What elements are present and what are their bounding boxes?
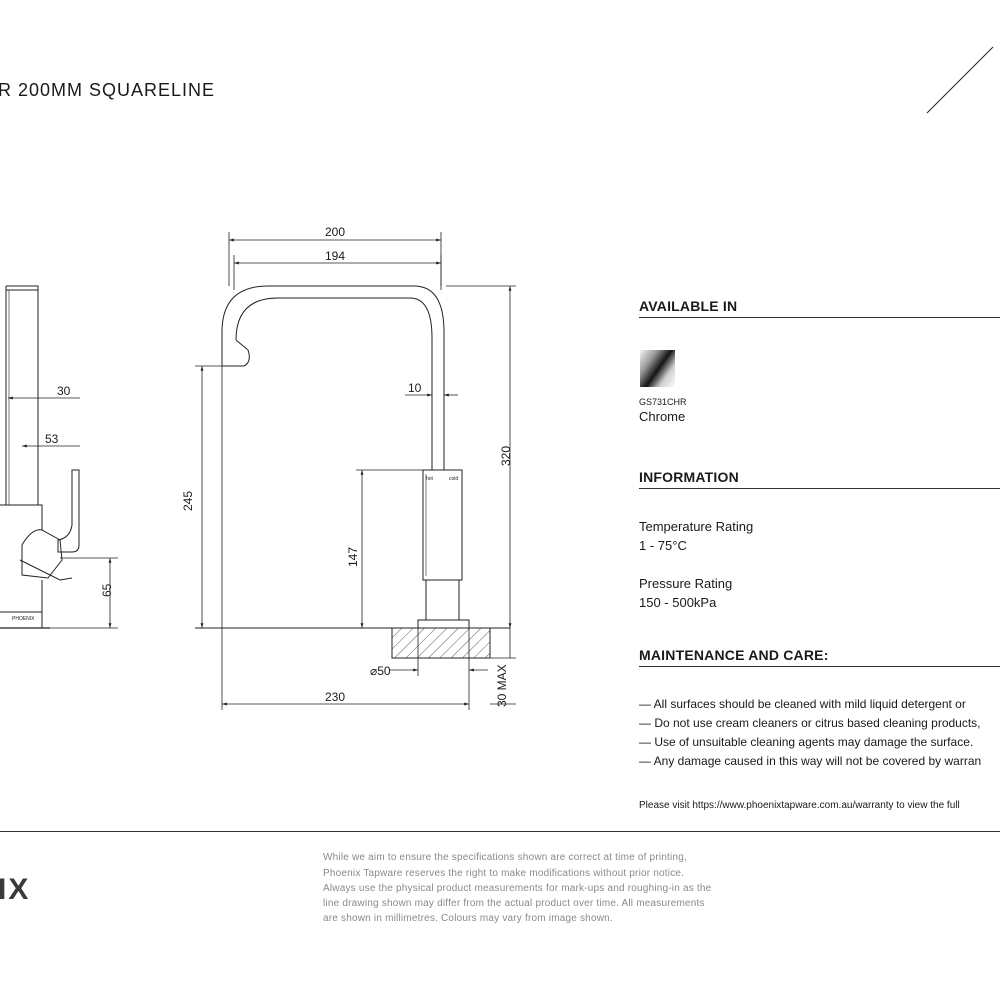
- disclaimer-line: Phoenix Tapware reserves the right to ma…: [323, 868, 685, 879]
- pressure-label: Pressure Rating: [639, 576, 733, 591]
- bench-hatch: [391, 627, 491, 659]
- technical-drawing: PHOENIX 30 53 65 hot cold: [0, 46, 994, 710]
- dim-194-label: 194: [325, 249, 345, 263]
- product-title: R 200MM SQUARELINE: [0, 80, 216, 100]
- footer-divider: [0, 831, 1000, 832]
- temperature-value: 1 - 75°C: [639, 538, 687, 553]
- available-heading: AVAILABLE IN: [639, 298, 738, 314]
- maintenance-item: — Any damage caused in this way will not…: [639, 754, 982, 768]
- chrome-swatch[interactable]: [640, 350, 675, 387]
- front-view: [195, 285, 510, 629]
- product-code: GS731CHR: [639, 397, 687, 407]
- dim-147-label: 147: [346, 547, 360, 567]
- pressure-value: 150 - 500kPa: [639, 595, 717, 610]
- side-view: [0, 285, 80, 629]
- dim-50-label: ⌀50: [370, 664, 391, 678]
- disclaimer-line: are shown in millimetres. Colours may va…: [323, 913, 613, 924]
- maintenance-heading: MAINTENANCE AND CARE:: [639, 647, 829, 663]
- dim-245-label: 245: [181, 491, 195, 511]
- maintenance-item: — All surfaces should be cleaned with mi…: [639, 697, 966, 711]
- warranty-note[interactable]: Please visit https://www.phoenixtapware.…: [639, 800, 960, 811]
- maintenance-item: — Use of unsuitable cleaning agents may …: [639, 735, 974, 749]
- disclaimer-line: line drawing shown may differ from the a…: [323, 898, 705, 909]
- available-divider: [639, 317, 1000, 318]
- maintenance-item: — Do not use cream cleaners or citrus ba…: [639, 716, 981, 730]
- dim-30max-label: 30 MAX: [495, 664, 509, 707]
- information-heading: INFORMATION: [639, 469, 739, 485]
- dim-53-label: 53: [45, 432, 59, 446]
- dim-65-label: 65: [100, 583, 114, 597]
- dim-230-label: 230: [325, 690, 345, 704]
- finish-name: Chrome: [639, 409, 686, 424]
- cold-label: cold: [449, 476, 458, 482]
- information-divider: [639, 488, 1000, 489]
- phoenix-logo: IX: [0, 873, 31, 906]
- dim-30-label: 30: [57, 384, 71, 398]
- brand-mark: PHOENIX: [12, 616, 35, 622]
- dim-200-label: 200: [325, 225, 345, 239]
- hot-label: hot: [426, 476, 434, 482]
- maintenance-divider: [639, 666, 1000, 667]
- disclaimer-line: Always use the physical product measurem…: [323, 883, 712, 894]
- dim-320-label: 320: [499, 446, 513, 466]
- temperature-label: Temperature Rating: [639, 519, 754, 534]
- dim-10-label: 10: [408, 381, 422, 395]
- disclaimer-line: While we aim to ensure the specification…: [323, 852, 687, 863]
- corner-diagonal: [926, 46, 994, 114]
